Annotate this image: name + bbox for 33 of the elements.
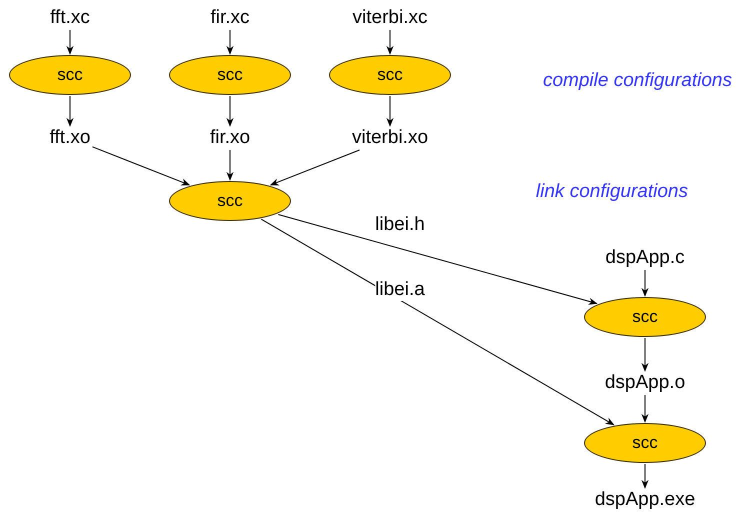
edge-label: libei.a [375, 279, 425, 301]
file-name: fir.xc [210, 7, 250, 29]
arrow [226, 150, 234, 181]
arrow [226, 96, 234, 127]
arrow [386, 96, 394, 127]
arrow [641, 394, 649, 423]
process-ellipse: scc [584, 423, 706, 463]
arrow [641, 270, 649, 297]
file-name: dspApp.o [604, 372, 686, 394]
process-ellipse: scc [169, 55, 291, 95]
file-name: dspApp.c [605, 247, 685, 269]
file-name: viterbi.xc [352, 7, 428, 29]
file-name: fir.xo [210, 127, 250, 149]
arrow [92, 146, 190, 186]
section-note: compile configurations [542, 70, 732, 92]
arrow [270, 150, 360, 186]
arrow [66, 96, 74, 127]
process-ellipse: scc [169, 181, 291, 221]
process-ellipse: scc [584, 297, 706, 337]
arrow [386, 30, 394, 55]
file-name: fft.xo [50, 127, 90, 149]
process-ellipse: scc [329, 55, 451, 95]
arrow [278, 214, 598, 305]
arrow [641, 338, 649, 372]
file-name: viterbi.xo [352, 127, 428, 149]
file-name: fft.xc [50, 7, 90, 29]
arrow [260, 218, 615, 426]
arrow [641, 464, 649, 489]
process-ellipse: scc [9, 55, 131, 95]
arrow [226, 30, 234, 55]
arrow [66, 30, 74, 55]
section-note: link configurations [536, 181, 688, 203]
file-name: dspApp.exe [594, 489, 696, 511]
